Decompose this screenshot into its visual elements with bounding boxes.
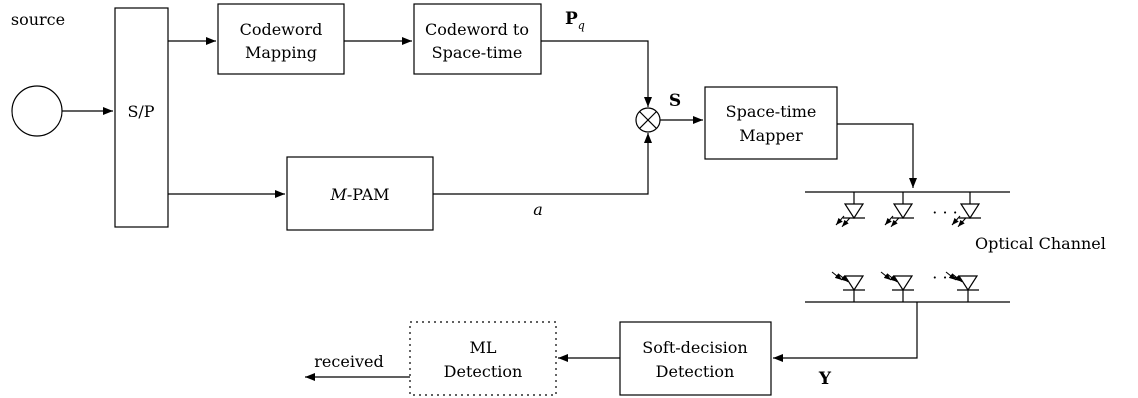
soft-decision-block: Soft-decision Detection [619, 321, 772, 396]
wire-pq-to-multiplier [541, 40, 652, 107]
pq-label: Pq [565, 9, 585, 32]
codeword-mapping-line2: Mapping [245, 43, 317, 62]
laser-diode-icon [835, 192, 865, 228]
codeword-mapping-block: Codeword Mapping [217, 3, 345, 75]
photodiode-icon [880, 271, 914, 302]
source-circle-icon [11, 85, 63, 137]
photodiode-icon [945, 271, 979, 302]
laser-diode-icon [951, 192, 981, 228]
y-label: Y [818, 369, 832, 389]
receiver-array [831, 271, 979, 302]
spacetime-mapper-line1: Space-time [726, 102, 817, 121]
photodiode-icon [831, 271, 865, 302]
laser-diode-icon [884, 192, 914, 228]
mpam-label: M-PAM [329, 185, 389, 204]
ml-detection-line1: ML [469, 338, 496, 357]
optical-channel-label: Optical Channel [975, 234, 1106, 253]
codeword-to-spacetime-line1: Codeword to [425, 20, 529, 39]
received-label: received [314, 352, 383, 371]
sp-label: S/P [127, 102, 154, 121]
wire-mapper-to-transmit-bus [837, 123, 917, 188]
codeword-to-spacetime-block: Codeword to Space-time [413, 3, 542, 75]
codeword-mapping-line1: Codeword [240, 20, 323, 39]
sp-block [114, 7, 169, 228]
rx-ellipsis: · · · [932, 268, 957, 287]
wire-mpam-to-multiplier [433, 133, 652, 195]
soft-decision-line2: Detection [656, 362, 735, 381]
spacetime-mapper-block: Space-time Mapper [704, 86, 838, 160]
mpam-block [286, 156, 434, 231]
transmitter-array [835, 192, 981, 228]
multiplier-icon [635, 107, 661, 133]
spacetime-mapper-line2: Mapper [739, 126, 803, 145]
a-label: a [533, 200, 543, 219]
tx-ellipsis: · · · [932, 203, 957, 222]
ml-detection-line2: Detection [444, 362, 523, 381]
s-label: S [669, 91, 681, 111]
ml-detection-block: ML Detection [409, 321, 557, 396]
codeword-to-spacetime-line2: Space-time [432, 43, 523, 62]
source-label: source [11, 10, 65, 29]
soft-decision-line1: Soft-decision [642, 338, 747, 357]
wire-receive-to-soft-decision [773, 302, 918, 362]
